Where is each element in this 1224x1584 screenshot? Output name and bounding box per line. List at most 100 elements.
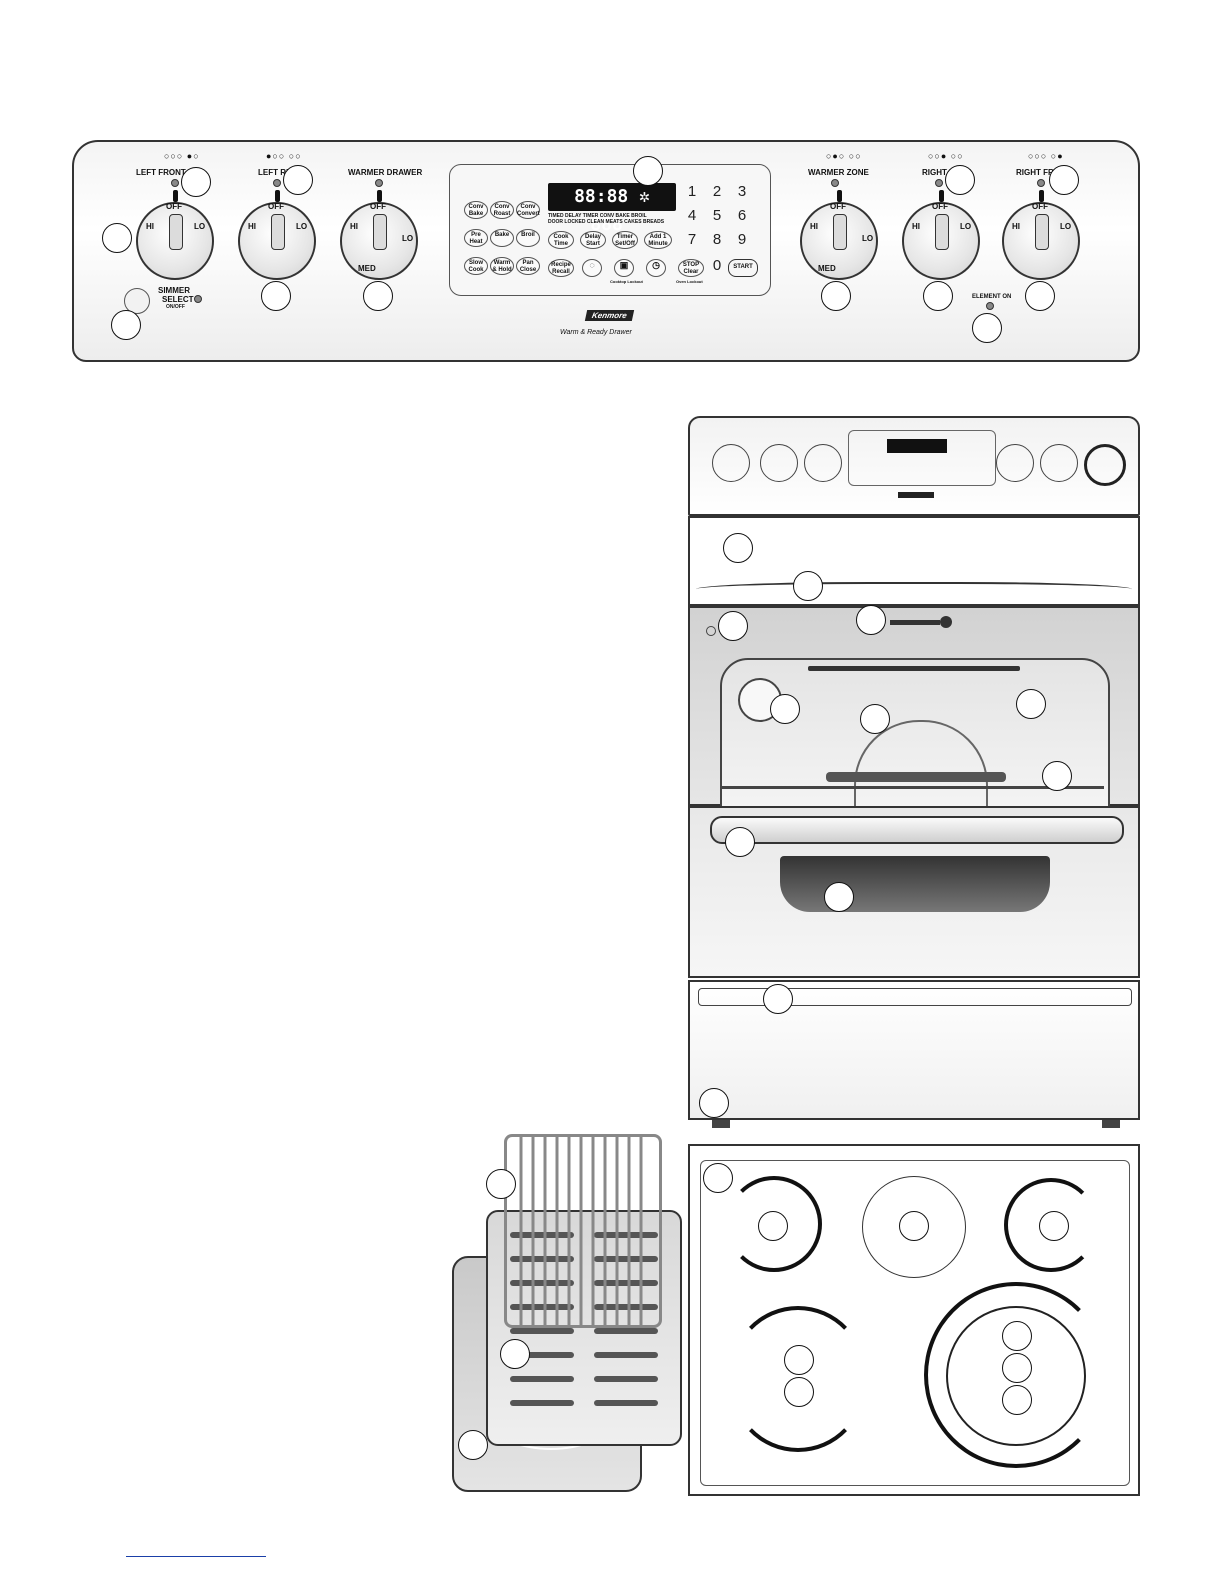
panel-subtitle: Warm & Ready Drawer — [560, 329, 632, 336]
knob-lo-text: LO — [862, 234, 874, 243]
simmer-label: SIMMER — [158, 286, 190, 295]
leveling-leg — [712, 1120, 730, 1128]
callout-circle — [725, 827, 755, 857]
callout-circle — [899, 1211, 929, 1241]
knob-hi-text: HI — [146, 222, 154, 231]
pan-close-button[interactable]: Pan Close — [516, 257, 540, 275]
key-0[interactable]: 0 — [712, 257, 722, 274]
stop-clear-button[interactable]: STOP Clear — [678, 259, 704, 277]
left-front-knob[interactable]: OFF HI LO — [136, 190, 214, 280]
delay-start-button[interactable]: Delay Start — [580, 231, 606, 249]
left-front-indicator-icon — [171, 179, 179, 187]
simmer-select-label: SELECT — [162, 295, 194, 304]
callout-circle — [770, 694, 800, 724]
key-4[interactable]: 4 — [687, 207, 697, 224]
broil-button[interactable]: Broil — [516, 229, 540, 247]
key-7[interactable]: 7 — [687, 231, 697, 248]
right-rear-element — [1004, 1178, 1098, 1272]
conv-bake-button[interactable]: Conv Bake — [464, 201, 488, 219]
right-front-knob[interactable]: OFF HI LO — [1002, 190, 1080, 280]
cook-time-button[interactable]: Cook Time — [548, 231, 574, 249]
slow-cook-button[interactable]: Slow Cook — [464, 257, 488, 275]
oven-interior — [720, 658, 1110, 814]
warmer-zone-indicator-icon — [831, 179, 839, 187]
bake-button[interactable]: Bake — [490, 229, 514, 247]
callout-circle — [856, 605, 886, 635]
rack-bars-icon — [519, 1137, 643, 1325]
right-front-element-outer — [924, 1282, 1108, 1468]
knob-grip-icon — [935, 214, 949, 250]
callout-circle — [1002, 1385, 1032, 1415]
oven-vent-trim — [688, 516, 1140, 606]
warmer-zone-dots: ○●○ ○○ — [826, 151, 862, 161]
callout-circle — [945, 165, 975, 195]
callout-circle — [784, 1345, 814, 1375]
knob-lo-text: LO — [1060, 222, 1072, 231]
knob-pointer-icon — [837, 190, 842, 202]
clock-button[interactable]: ◷ — [646, 259, 666, 277]
key-5[interactable]: 5 — [712, 207, 722, 224]
oven-door — [688, 806, 1140, 978]
warm-hold-button[interactable]: Warm & Hold — [490, 257, 514, 275]
key-2[interactable]: 2 — [712, 183, 722, 200]
knob-lo-text: LO — [960, 222, 972, 231]
left-front-dots: ○○○ ●○ — [164, 151, 200, 161]
brand-logo: Kenmore — [584, 310, 634, 321]
left-rear-dots: ●○○ ○○ — [266, 151, 302, 161]
knob-hi-text: HI — [912, 222, 920, 231]
callout-circle — [1002, 1321, 1032, 1351]
key-1[interactable]: 1 — [687, 183, 697, 200]
knob-off-text: OFF — [1032, 202, 1048, 211]
callout-circle — [633, 156, 663, 186]
callout-circle — [283, 165, 313, 195]
callout-circle — [718, 611, 748, 641]
simmer-indicator-icon — [194, 295, 202, 303]
broil-element — [808, 666, 1020, 671]
key-9[interactable]: 9 — [737, 231, 747, 248]
knob-off-text: OFF — [166, 202, 182, 211]
timer-set-off-button[interactable]: Timer Set/Off — [612, 231, 638, 249]
callout-circle — [703, 1163, 733, 1193]
oven-rack — [722, 786, 1104, 789]
knob-grip-icon — [833, 214, 847, 250]
element-on-indicator-icon — [986, 302, 994, 310]
simmer-onoff-label: ON/OFF — [166, 304, 185, 310]
trim-curve — [696, 582, 1132, 600]
cooktop-lockout-button[interactable]: ▣ — [614, 259, 634, 277]
preheat-button[interactable]: Pre Heat — [464, 229, 488, 247]
callout-circle — [763, 984, 793, 1014]
callout-circle — [824, 882, 854, 912]
warmer-drawer — [688, 980, 1140, 1120]
warmer-drawer-label: WARMER DRAWER — [348, 168, 423, 177]
simmer-select-button[interactable] — [124, 288, 150, 314]
left-rear-indicator-icon — [273, 179, 281, 187]
callout-circle — [784, 1377, 814, 1407]
callout-circle — [363, 281, 393, 311]
conv-roast-button[interactable]: Conv Roast — [490, 201, 514, 219]
add-1-minute-button[interactable]: Add 1 Minute — [644, 231, 672, 249]
left-front-element — [728, 1306, 868, 1452]
mini-display — [848, 430, 996, 486]
start-button[interactable]: START — [728, 259, 758, 277]
lcd-indicator-labels: TIMED DELAY TIMER CONV BAKE BROIL DOOR L… — [548, 213, 665, 225]
warmer-drawer-indicator-icon — [375, 179, 383, 187]
warmer-zone-knob[interactable]: OFF HI LO MED — [800, 190, 878, 280]
right-rear-knob[interactable]: OFF HI LO — [902, 190, 980, 280]
callout-circle — [1002, 1353, 1032, 1383]
oven-light-button[interactable]: ◌ — [582, 259, 602, 277]
knob-pointer-icon — [275, 190, 280, 202]
recipe-recall-button[interactable]: Recipe Recall — [548, 259, 574, 277]
key-8[interactable]: 8 — [712, 231, 722, 248]
warmer-drawer-knob[interactable]: OFF HI LO MED — [340, 190, 418, 280]
key-6[interactable]: 6 — [737, 207, 747, 224]
mini-knob — [760, 444, 798, 482]
left-rear-element — [726, 1176, 822, 1272]
key-3[interactable]: 3 — [737, 183, 747, 200]
left-rear-knob[interactable]: OFF HI LO — [238, 190, 316, 280]
right-front-dots: ○○○ ○● — [1028, 151, 1064, 161]
callout-circle — [458, 1430, 488, 1460]
lock-icon: ▣ — [619, 260, 629, 270]
callout-circle — [1049, 165, 1079, 195]
warmer-zone-label: WARMER ZONE — [808, 168, 869, 177]
conv-convert-button[interactable]: Conv Convert — [516, 201, 540, 219]
